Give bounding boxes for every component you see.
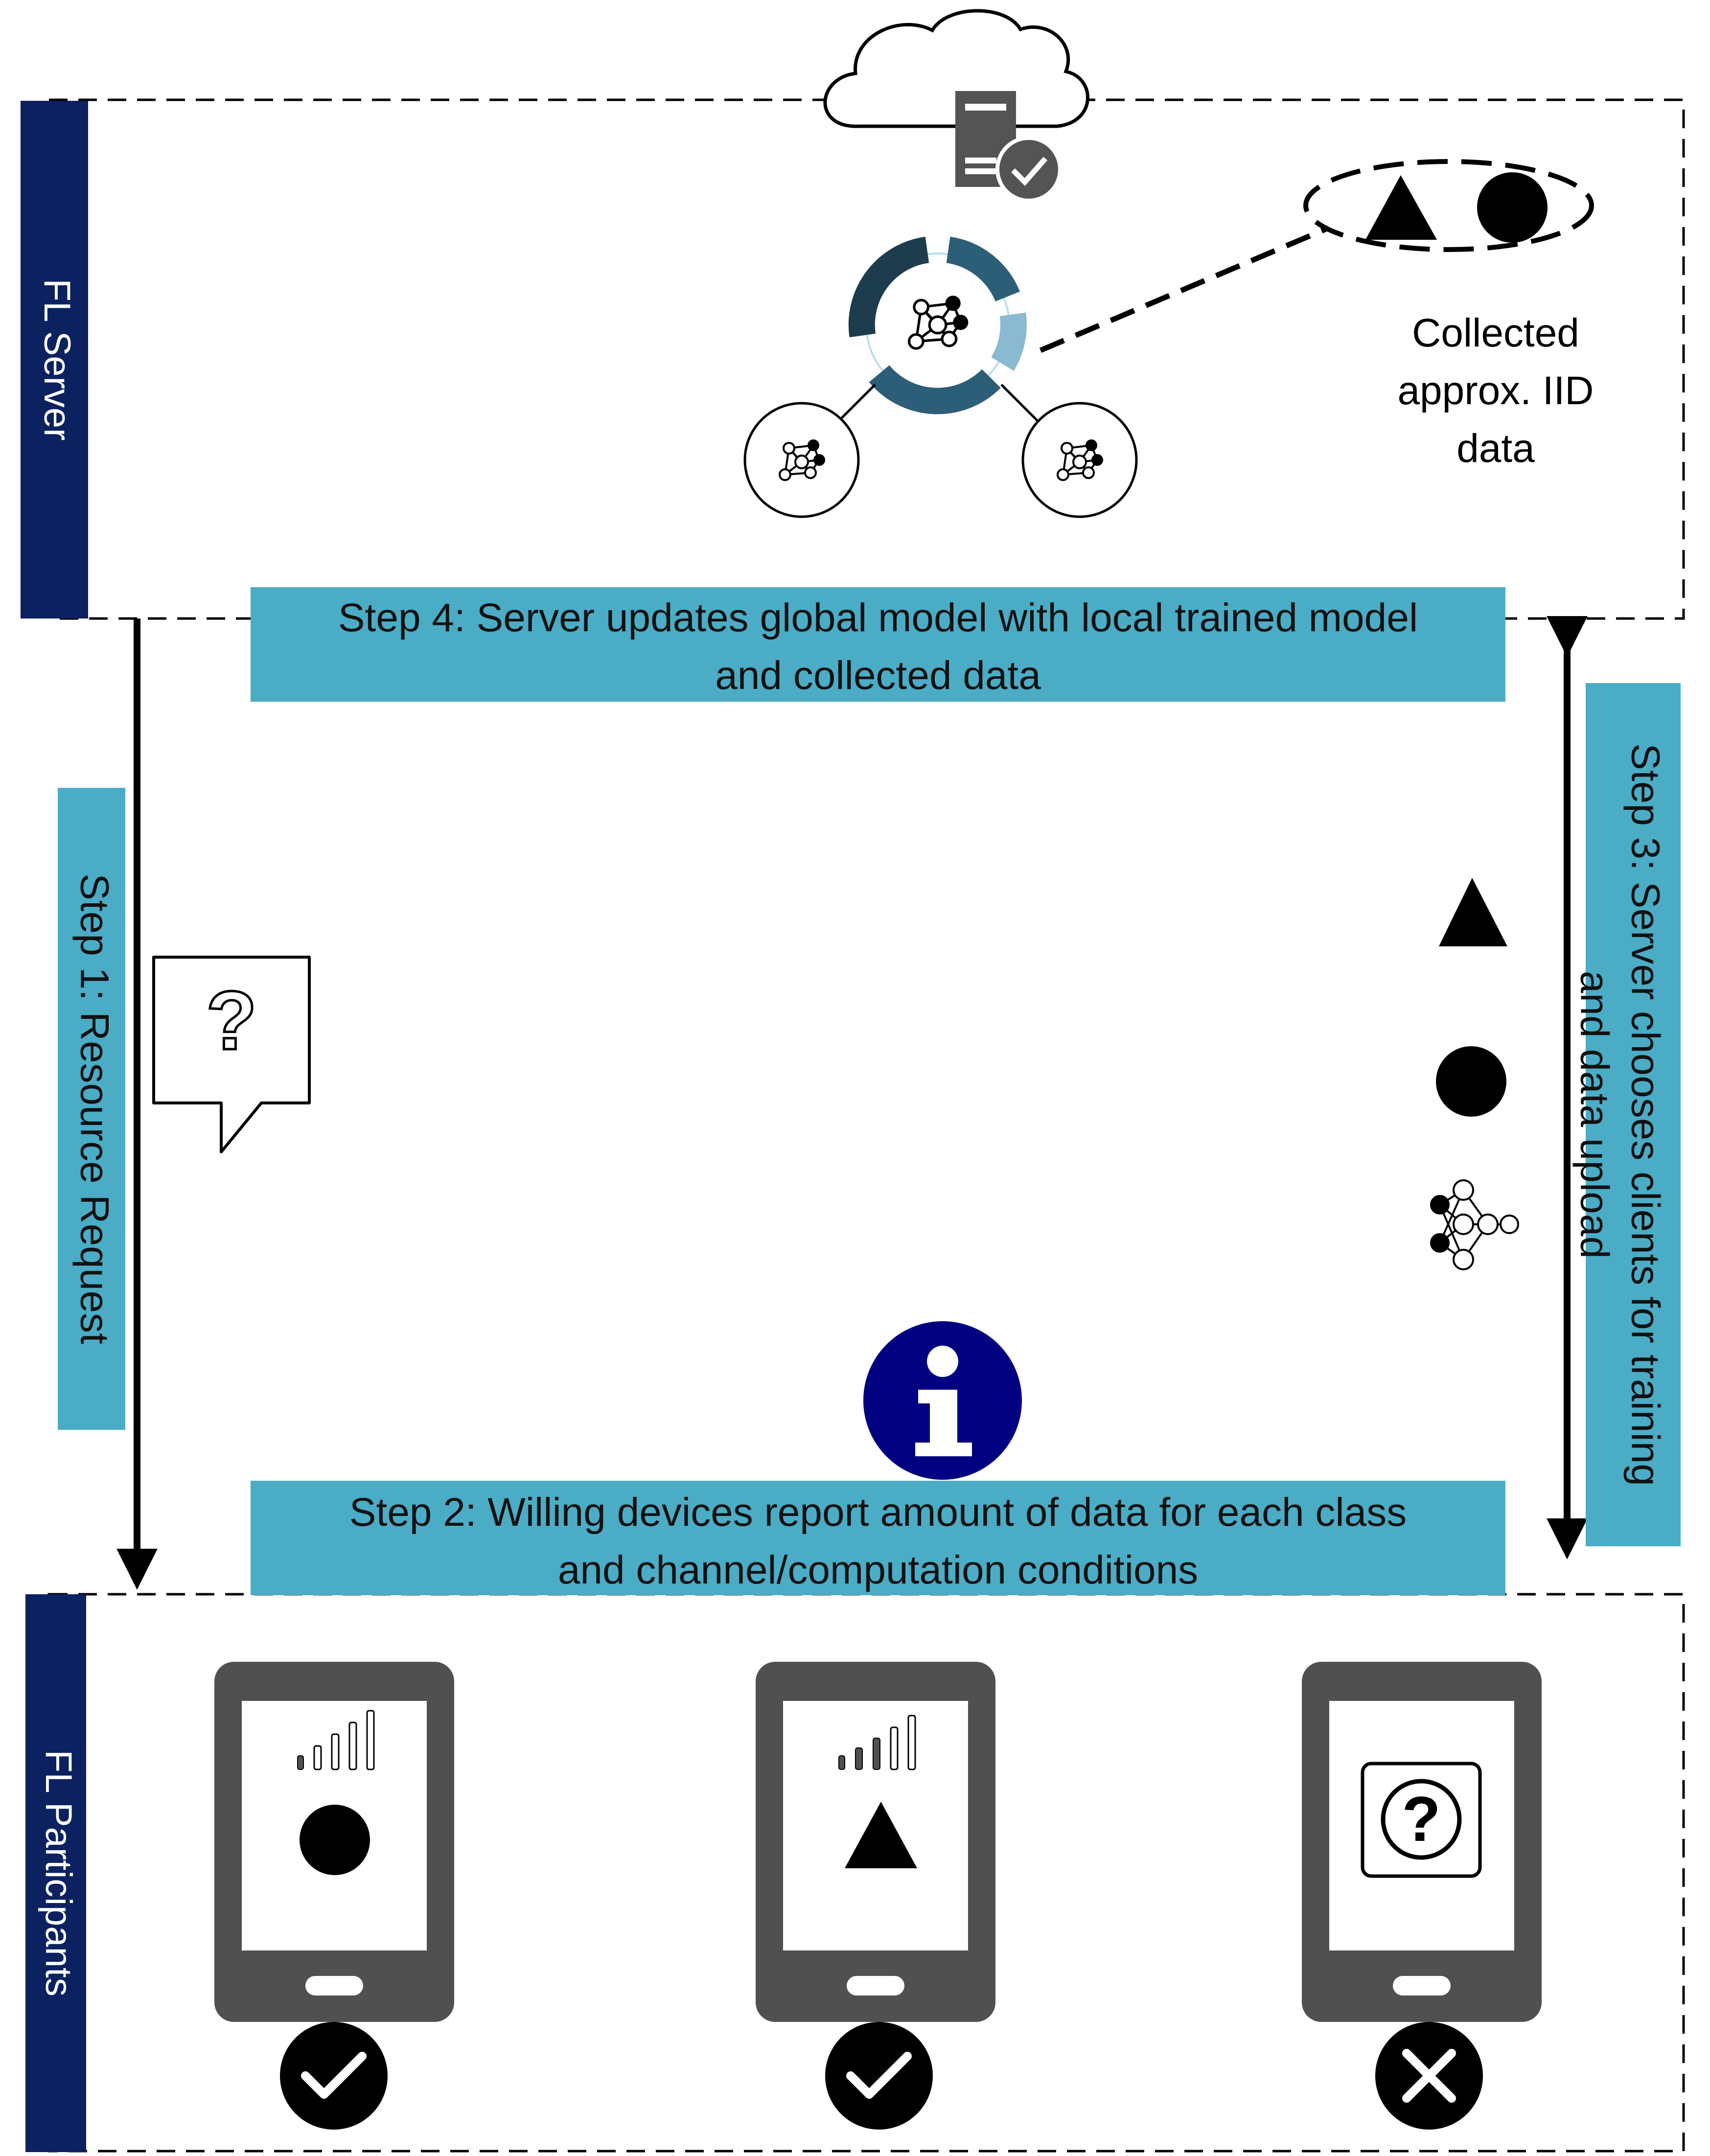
step2-line2: and channel/computation conditions xyxy=(558,1548,1198,1592)
step4-line2: and collected data xyxy=(715,653,1041,698)
device-2 xyxy=(756,1662,995,2022)
participants-label: FL Participants xyxy=(38,1750,79,1996)
local-model-icon-right xyxy=(1021,402,1138,518)
step3-line1: Step 3: Server chooses clients for train… xyxy=(1623,743,1667,1486)
local-model-icon-left xyxy=(743,402,860,518)
participants-region-border xyxy=(47,1593,1685,2153)
device-1 xyxy=(214,1662,454,2022)
step1-label: Step 1: Resource Request xyxy=(72,873,116,1344)
neural-network-icon xyxy=(1430,1179,1519,1270)
selected-circle-icon xyxy=(1436,1046,1506,1117)
step3-box xyxy=(1586,683,1681,1546)
server-label: FL Server xyxy=(36,279,78,441)
global-model-icon xyxy=(848,236,1027,414)
device-1-status-check-icon xyxy=(280,2022,388,2130)
collected-data-ellipse xyxy=(1303,159,1594,252)
signal-bars-icon xyxy=(297,1710,375,1770)
server-label-bar xyxy=(21,101,88,619)
collected-label-line3: data xyxy=(1456,426,1535,471)
step1-box xyxy=(58,788,125,1430)
step4-line1: Step 4: Server updates global model with… xyxy=(338,596,1418,640)
device-3-status-x-icon xyxy=(1375,2022,1483,2130)
device-2-status-check-icon xyxy=(825,2022,933,2130)
triangle-data-icon xyxy=(845,1802,917,1868)
cloud-server-icon xyxy=(823,9,1089,203)
circle-data-icon xyxy=(300,1805,370,1875)
collected-label-line1: Collected xyxy=(1412,311,1579,355)
selected-triangle-icon xyxy=(1439,878,1507,946)
triangle-icon xyxy=(1365,175,1437,240)
participants-label-bar xyxy=(25,1594,86,2152)
device-3: ? xyxy=(1302,1662,1542,2022)
step3-line2: and data upload xyxy=(1572,971,1617,1259)
signal-bars-icon xyxy=(838,1715,916,1770)
data-link-dashed xyxy=(1039,225,1330,353)
server-region-border xyxy=(47,98,1685,620)
step2-box xyxy=(251,1481,1505,1595)
step2-line1: Step 2: Willing devices report amount of… xyxy=(349,1490,1407,1535)
model-connector-right xyxy=(1000,384,1042,426)
step4-box xyxy=(251,587,1505,702)
collected-label-line2: approx. IID xyxy=(1397,368,1594,413)
question-box-icon: ? xyxy=(1361,1762,1482,1878)
circle-icon xyxy=(1477,172,1548,243)
info-icon xyxy=(863,1321,1022,1480)
request-bubble-icon: ? xyxy=(152,956,311,1153)
svg-text:?: ? xyxy=(1402,1783,1440,1855)
svg-text:?: ? xyxy=(206,974,257,1067)
